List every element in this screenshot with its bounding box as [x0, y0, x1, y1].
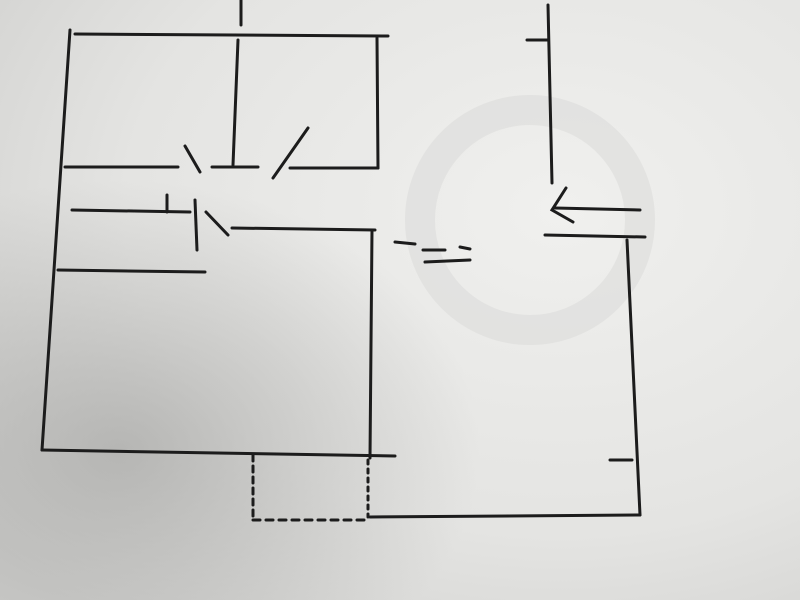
wall-left: [40, 28, 72, 452]
arrow-head-icon: [549, 186, 575, 224]
wall-right-mid: [543, 233, 647, 239]
wall-lower-left: [56, 268, 207, 274]
wall-top: [73, 32, 390, 38]
wall-right-top: [546, 3, 554, 185]
dash-3: [458, 245, 472, 251]
door-swing-2: [271, 126, 310, 180]
wall-corridor: [70, 208, 192, 214]
paper-stain: [405, 95, 655, 345]
door-swing-1: [183, 144, 202, 174]
arrow-shaft: [553, 206, 642, 212]
wall-bottom-right: [368, 513, 642, 519]
wall-room-top: [230, 226, 377, 232]
wall-upper-right: [375, 36, 380, 170]
door-jamb: [193, 198, 199, 252]
door-swing-3: [204, 210, 230, 237]
sketch-lines: [40, 0, 647, 522]
wall-right-vertical: [625, 238, 642, 517]
wall-room-right: [368, 228, 374, 460]
dash-1: [393, 240, 417, 246]
wall-bottom: [40, 448, 397, 458]
wall-interior-vertical: [231, 38, 240, 167]
dash-4: [423, 258, 472, 264]
